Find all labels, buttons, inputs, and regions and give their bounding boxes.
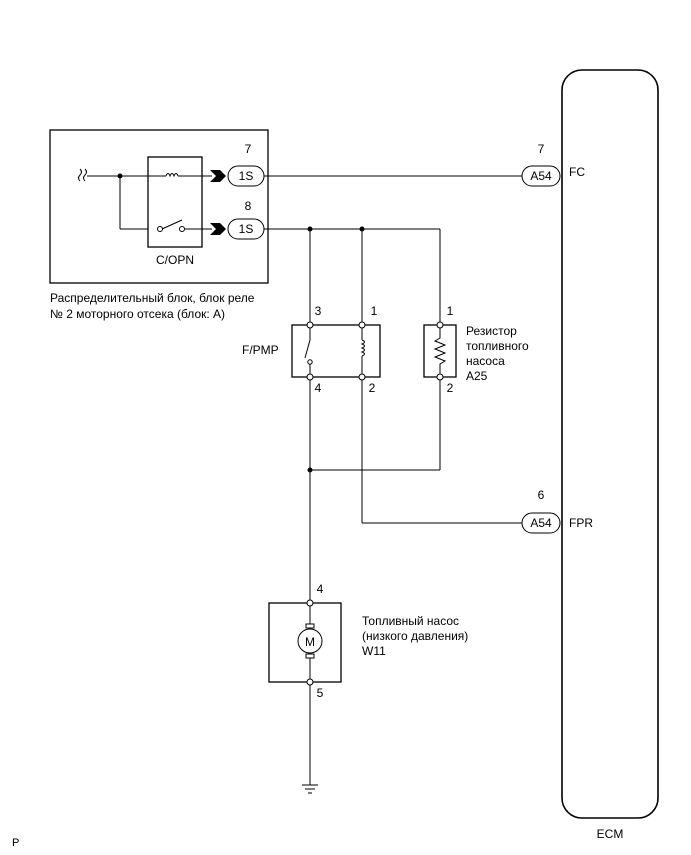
ecm-terminal-fpr: FPR [569,516,593,530]
relay-block-name-line2: № 2 моторного отсека (блок: A) [50,307,225,321]
f-pmp-label: F/PMP [242,343,279,357]
relay-label: C/OPN [156,253,194,267]
pump-pin-4: 4 [317,582,324,596]
ecm-connector-fpr [521,512,561,534]
ecm-connector-fc-label: A54 [530,169,552,183]
ecm-terminal-fc: FC [569,165,585,179]
f-pmp-pin-3: 3 [315,304,322,318]
ground-icon [302,784,318,794]
pin-lower-number: 8 [245,199,252,213]
f-pmp-pin-4: 4 [315,381,322,395]
pin-upper-number: 7 [245,142,252,156]
motor-symbol: M [305,635,315,649]
relay-coil-icon [360,328,365,374]
ecm-label: ECM [597,827,624,841]
f-pmp-pin-2: 2 [369,381,376,395]
ecm-connector-fc [521,165,561,187]
resistor-pin-2: 2 [447,381,454,395]
relay-switch-icon [304,328,313,374]
fuel-pump-relay: 3 1 4 2 [291,304,381,395]
ecm-connector-fpr-label: A54 [530,516,552,530]
ecm-pin-6: 6 [538,488,545,502]
ecm-pin-7: 7 [538,142,545,156]
pump-label-line2: (низкого давления) [362,629,468,643]
resistor-pin-1: 1 [447,304,454,318]
connector-1s-upper-label: 1S [239,169,254,183]
resistor-icon [433,328,447,374]
relay-block-name-line1: Распределительный блок, блок реле [50,291,255,305]
pump-code: W11 [362,644,386,658]
resistor-label-line1: Резистор [466,324,517,338]
connector-1s-lower-label: 1S [239,222,254,236]
pump-label-line1: Топливный насос [362,614,459,628]
c-opn-relay [147,156,203,248]
f-pmp-pin-1: 1 [371,304,378,318]
relay-switch-icon [157,219,185,232]
fuel-pump-w11: M 4 5 [268,582,342,700]
pump-pin-5: 5 [317,686,324,700]
relay-block: C/OPN 1S 1S 7 8 [49,129,269,284]
ecm-unit: A54 A54 7 6 FC FPR [521,69,659,819]
connector-arrow-icon [210,170,226,235]
fuse-link-icon [78,168,87,182]
resistor-a25: 1 2 [423,304,457,395]
footer-mark: P [12,837,19,849]
resistor-label-line2: топливного [466,339,529,353]
relay-coil-icon [165,173,179,178]
resistor-code: A25 [466,369,488,383]
resistor-label-line3: насоса [466,354,505,368]
